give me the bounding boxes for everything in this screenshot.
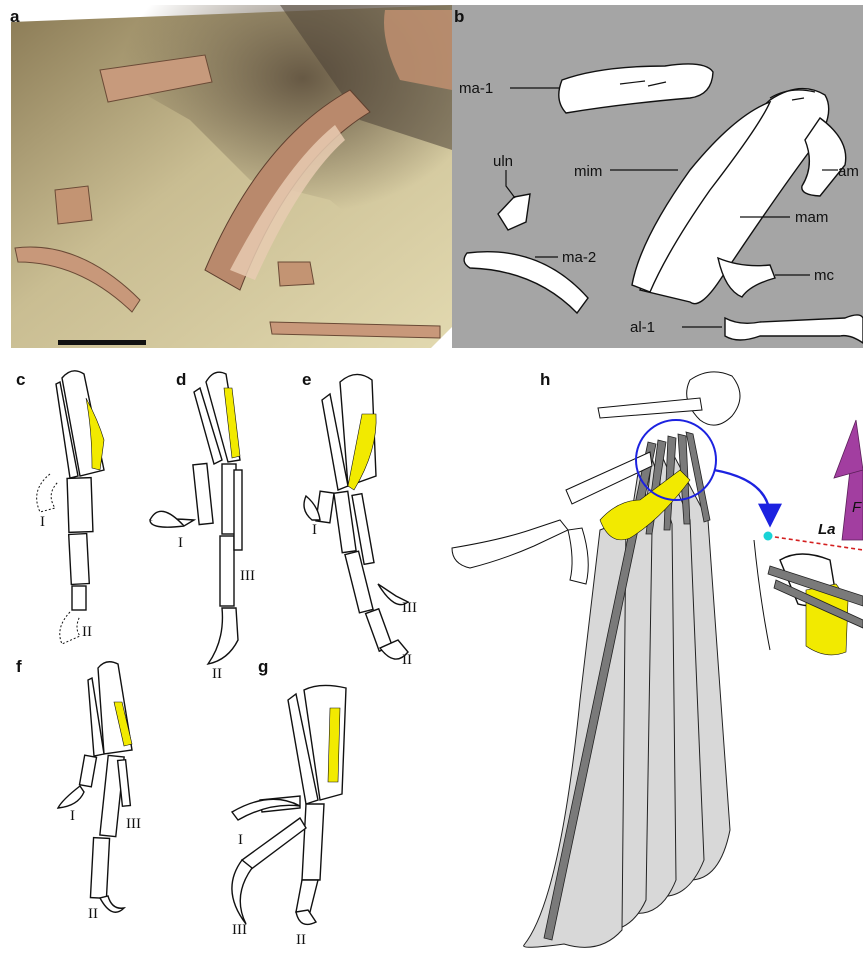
h-force-arrowhead xyxy=(834,420,863,478)
h-digit-bones xyxy=(452,520,568,568)
panel-f-hand: I III II xyxy=(58,662,141,922)
d-label-III: III xyxy=(240,568,255,584)
fossil-bone-uln xyxy=(55,186,92,224)
d-label-I: I xyxy=(178,535,183,551)
g-yellow-highlight xyxy=(328,708,340,782)
panel-label-e: e xyxy=(302,370,311,389)
g-label-I: I xyxy=(238,832,243,848)
h-inset-outline xyxy=(754,540,770,650)
panel-d-hand: I III II xyxy=(150,372,255,682)
panel-label-g: g xyxy=(258,657,268,676)
f-label-I: I xyxy=(70,808,75,824)
e-label-III: III xyxy=(402,600,417,616)
g-phalanx-III-1 xyxy=(242,818,306,870)
label-mim: mim xyxy=(574,163,602,180)
label-mc: mc xyxy=(814,267,834,284)
d-phalanx-I-1 xyxy=(193,463,213,524)
panel-g-hand: I III II xyxy=(232,685,346,948)
panel-c-hand: I II xyxy=(37,371,104,644)
panel-e-hand: I III II xyxy=(304,374,417,668)
c-claw-I-dashed xyxy=(37,474,58,512)
g-claw-II xyxy=(296,910,316,924)
d-claw-II xyxy=(208,608,238,664)
c-claw-II-dashed xyxy=(60,612,80,644)
panel-label-h: h xyxy=(540,370,550,389)
panel-label-a: a xyxy=(10,7,20,26)
panel-label-b: b xyxy=(454,7,464,26)
fossil-bone-mc xyxy=(278,262,314,286)
c-label-I: I xyxy=(40,514,45,530)
panel-h-wing: La F xyxy=(452,372,863,948)
g-phalanx-II-1 xyxy=(302,804,324,880)
d-digit-III xyxy=(234,470,242,550)
g-label-II: II xyxy=(296,932,306,948)
label-am: am xyxy=(838,163,859,180)
label-mam: mam xyxy=(795,209,828,226)
feather-1 xyxy=(524,520,626,947)
h-label-f: F xyxy=(852,499,862,516)
c-label-II: II xyxy=(82,624,92,640)
label-ma2: ma-2 xyxy=(562,249,596,266)
h-label-la: La xyxy=(818,521,836,538)
g-claw-III xyxy=(232,860,252,924)
c-phalanx-3 xyxy=(72,586,86,610)
d-label-II: II xyxy=(212,666,222,682)
panel-b-background xyxy=(452,5,863,348)
f-phalanx-I-1 xyxy=(79,755,96,787)
f-claw-I xyxy=(58,786,84,808)
e-label-I: I xyxy=(312,522,317,538)
h-digit-lower xyxy=(568,528,588,584)
h-blue-arrow xyxy=(714,470,770,518)
c-phalanx-2 xyxy=(69,534,90,585)
label-uln: uln xyxy=(493,153,513,170)
label-ma1: ma-1 xyxy=(459,80,493,97)
g-label-III: III xyxy=(232,922,247,938)
scale-bar xyxy=(58,340,146,345)
panel-label-d: d xyxy=(176,370,186,389)
c-phalanx-1 xyxy=(67,478,93,533)
f-label-II: II xyxy=(88,906,98,922)
h-cyan-marker xyxy=(764,532,773,541)
f-phalanx-II-2 xyxy=(90,838,109,899)
panel-a-photo xyxy=(11,5,452,348)
panel-b-drawing: ma-1 uln mim am mam ma-2 mc al-1 xyxy=(452,5,863,348)
g-phalanx-II-2 xyxy=(296,880,318,912)
f-label-III: III xyxy=(126,816,141,832)
f-claw-II xyxy=(100,896,124,912)
d-phalanx-II-2 xyxy=(220,536,234,606)
label-al1: al-1 xyxy=(630,319,655,336)
h-forearm-bone xyxy=(598,398,702,418)
e-label-II: II xyxy=(402,652,412,668)
panel-label-c: c xyxy=(16,370,25,389)
panel-label-f: f xyxy=(16,657,22,676)
